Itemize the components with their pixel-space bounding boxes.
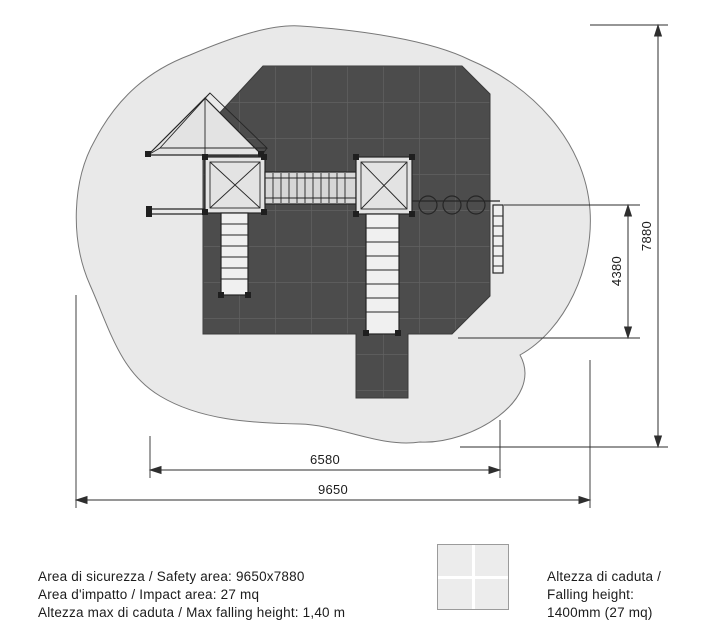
legend-impact-area: Area d'impatto / Impact area: 27 mq [38, 587, 260, 602]
dimension-inner-width: 6580 [148, 420, 502, 478]
right-ramp [363, 213, 401, 336]
legend-max-falling-height: Altezza max di caduta / Max falling heig… [38, 605, 346, 620]
plan-drawing: 4380 7880 6580 9650 [74, 23, 668, 508]
falling-height-note: Altezza di caduta / Falling height: 1400… [547, 568, 661, 622]
dimension-overall-width: 9650 [74, 295, 592, 508]
right-platform [353, 154, 415, 217]
falling-height-line-1: Altezza di caduta / [547, 569, 662, 584]
falling-height-line-2: Falling height: [547, 587, 635, 602]
playground-structure [145, 92, 504, 336]
falling-height-line-3: 1400mm (27 mq) [547, 605, 653, 620]
dimension-label-overall-height: 7880 [639, 221, 654, 251]
left-ladder [218, 212, 251, 298]
tile [438, 578, 472, 609]
monkey-rings [412, 195, 500, 215]
tile [474, 545, 508, 576]
legend-safety-area: Area di sicurezza / Safety area: 9650x78… [38, 569, 305, 584]
dimension-label-inner-height: 4380 [609, 256, 624, 286]
tile [438, 545, 472, 576]
end-ladder [492, 204, 504, 274]
impact-area [202, 65, 491, 399]
legend-text-block: Area di sicurezza / Safety area: 9650x78… [38, 568, 345, 622]
dimension-overall-height: 7880 [460, 23, 668, 449]
dimension-label-inner-width: 6580 [310, 452, 340, 467]
left-platform [202, 154, 267, 215]
dimension-label-overall-width: 9650 [318, 482, 348, 497]
tile [474, 578, 508, 609]
dimension-inner-height: 4380 [458, 203, 640, 340]
impact-tile-icon [437, 544, 509, 610]
bridge [264, 171, 357, 205]
left-bar [146, 206, 205, 217]
